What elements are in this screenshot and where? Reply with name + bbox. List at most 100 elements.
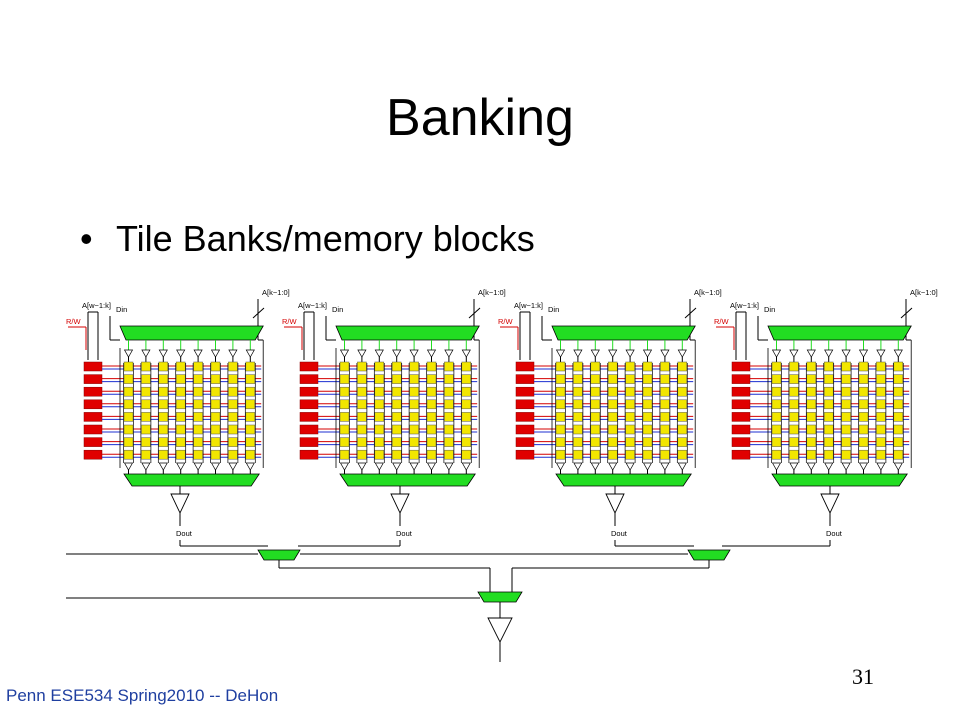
decoder-cell xyxy=(731,424,751,435)
decoder-cell xyxy=(515,424,535,435)
addr-low-label: A[k−1:0] xyxy=(262,288,290,297)
memory-cell xyxy=(590,386,601,397)
memory-cell xyxy=(806,449,817,460)
bullet-text: Tile Banks/memory blocks xyxy=(116,218,535,259)
write-driver-triangle xyxy=(461,349,471,358)
addr-low-label: A[k−1:0] xyxy=(694,288,722,297)
memory-cell xyxy=(823,361,834,372)
decoder-cell xyxy=(731,386,751,397)
memory-cell xyxy=(123,412,134,422)
sense-amp-triangle xyxy=(771,462,782,471)
memory-cell xyxy=(841,437,851,447)
memory-cell xyxy=(823,424,834,435)
memory-cell xyxy=(841,374,851,384)
memory-cell xyxy=(461,361,472,372)
decoder-cell xyxy=(515,374,535,384)
memory-cell xyxy=(677,412,688,422)
decoder-cell xyxy=(299,412,319,422)
memory-cell xyxy=(210,412,221,422)
memory-cell xyxy=(158,424,169,435)
write-driver-triangle xyxy=(608,349,618,358)
rw-label: R/W xyxy=(282,317,298,326)
memory-cell xyxy=(876,399,886,410)
decoder-cell xyxy=(83,412,103,422)
memory-cell xyxy=(210,386,221,397)
write-driver-triangle xyxy=(841,349,851,358)
memory-cell xyxy=(771,374,782,384)
memory-cell xyxy=(642,437,653,447)
decoder-cell xyxy=(515,399,535,410)
memory-cell xyxy=(607,399,618,410)
write-driver-triangle xyxy=(824,349,834,358)
memory-cell xyxy=(555,424,566,435)
decoder-cell xyxy=(731,412,751,422)
memory-cell xyxy=(444,437,454,447)
sense-amp-triangle xyxy=(444,462,454,471)
memory-cell xyxy=(391,424,402,435)
write-driver-triangle xyxy=(806,349,816,358)
memory-cell xyxy=(625,374,635,384)
memory-cell xyxy=(461,437,472,447)
memory-cell xyxy=(876,374,886,384)
memory-cell xyxy=(409,361,419,372)
read-mux xyxy=(339,473,476,487)
memory-cell xyxy=(444,374,454,384)
memory-cell xyxy=(357,374,367,384)
write-driver-triangle xyxy=(590,349,600,358)
memory-cell xyxy=(771,437,782,447)
memory-cell xyxy=(123,361,134,372)
memory-cell xyxy=(461,449,472,460)
memory-cell xyxy=(357,437,367,447)
memory-cell xyxy=(625,412,635,422)
memory-cell xyxy=(607,449,618,460)
memory-cell xyxy=(555,412,566,422)
memory-cell xyxy=(893,361,904,372)
write-mux xyxy=(119,325,264,341)
decoder-cell xyxy=(299,386,319,397)
memory-cell xyxy=(228,437,238,447)
sense-amp-triangle xyxy=(841,462,851,471)
memory-cell xyxy=(245,424,256,435)
dout-label: Dout xyxy=(826,529,843,538)
decoder-cell xyxy=(299,437,319,447)
memory-cell xyxy=(357,449,367,460)
memory-cell xyxy=(823,449,834,460)
memory-cell xyxy=(823,399,834,410)
memory-cell xyxy=(677,424,688,435)
sense-amp-triangle xyxy=(357,462,367,471)
memory-cell xyxy=(158,449,169,460)
memory-cell xyxy=(444,361,454,372)
footer-credit: Penn ESE534 Spring2010 -- DeHon xyxy=(6,686,279,705)
memory-cell xyxy=(555,361,566,372)
memory-cell xyxy=(841,424,851,435)
read-mux xyxy=(771,473,908,487)
write-driver-triangle xyxy=(158,349,168,358)
write-driver-triangle xyxy=(245,349,255,358)
write-driver-triangle xyxy=(176,349,186,358)
memory-cell xyxy=(123,424,134,435)
memory-cell xyxy=(806,424,817,435)
write-driver-triangle xyxy=(555,349,566,358)
write-driver-triangle xyxy=(409,349,419,358)
memory-cell xyxy=(823,412,834,422)
addr-high-label: A[w−1:k] xyxy=(514,301,543,310)
memory-cell xyxy=(789,361,799,372)
memory-cell xyxy=(660,399,670,410)
memory-cell xyxy=(374,412,385,422)
memory-cell xyxy=(339,449,350,460)
memory-cell xyxy=(789,437,799,447)
memory-cell xyxy=(876,437,886,447)
memory-cell xyxy=(123,374,134,384)
sense-amp-triangle xyxy=(339,462,350,471)
memory-cell xyxy=(607,361,618,372)
memory-cell xyxy=(123,399,134,410)
sense-amp-triangle xyxy=(193,462,203,471)
sense-amp-triangle xyxy=(660,462,670,471)
memory-cell xyxy=(228,386,238,397)
memory-cell xyxy=(426,437,437,447)
decoder-cell xyxy=(515,449,535,460)
memory-cell xyxy=(660,374,670,384)
memory-cell xyxy=(123,449,134,460)
memory-cell xyxy=(876,412,886,422)
output-buffer xyxy=(390,493,410,515)
